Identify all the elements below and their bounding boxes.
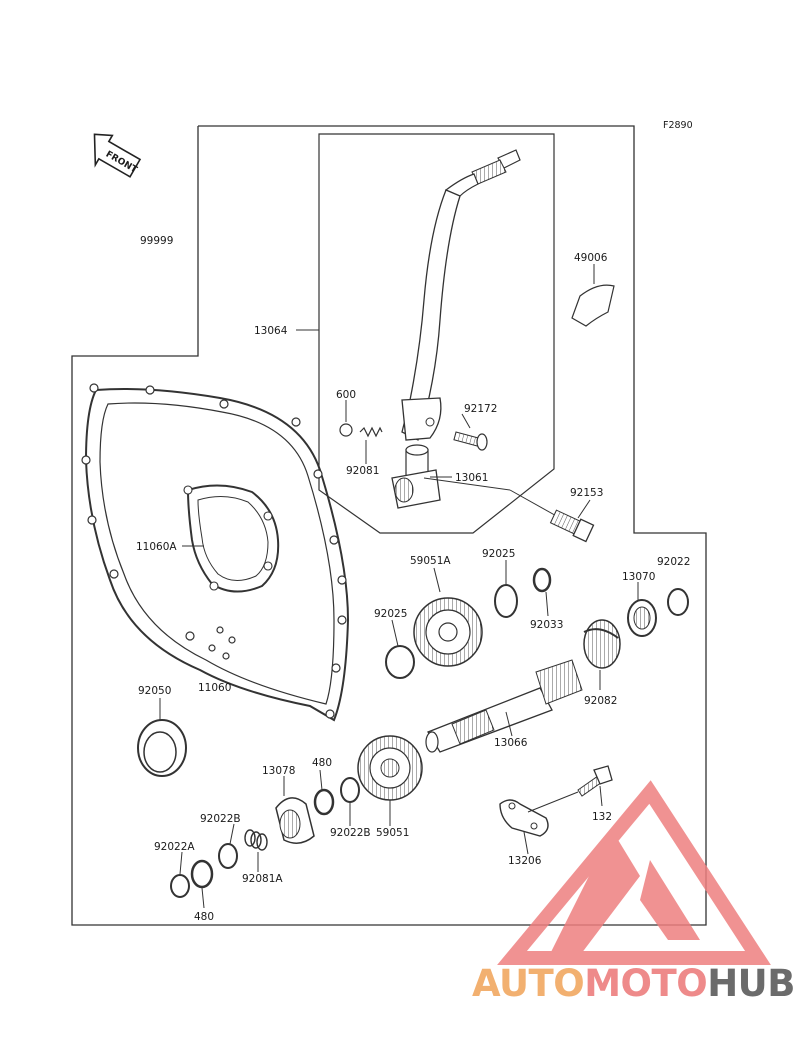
label-92050: 92050 <box>138 685 171 697</box>
label-92022B-left: 92022B <box>200 813 241 825</box>
brand-moto: MOTO <box>584 962 708 1005</box>
label-92153: 92153 <box>570 487 603 499</box>
label-49006: 49006 <box>574 252 608 264</box>
kick-lever-subframe <box>318 133 555 534</box>
label-92081: 92081 <box>346 465 379 477</box>
oil-seal-92050 <box>137 719 187 777</box>
gasket-bolt-holes <box>81 383 347 719</box>
label-13206: 13206 <box>508 855 542 867</box>
figure-code: F2890 <box>663 120 693 131</box>
pedal-rubber-cover <box>571 284 615 327</box>
bolt-92153 <box>549 509 595 543</box>
kick-pedal-lever <box>401 149 521 441</box>
guide-plate-13206 <box>499 799 549 837</box>
label-13064: 13064 <box>254 325 288 337</box>
washer-92022B-left <box>218 843 238 869</box>
label-92082: 92082 <box>584 695 617 707</box>
brand-auto: AUTO <box>472 962 585 1005</box>
label-480-top: 480 <box>312 757 332 769</box>
label-92022A: 92022A <box>154 841 195 853</box>
ratchet-13078 <box>275 797 315 844</box>
washer-92025-left <box>385 645 415 679</box>
label-600: 600 <box>336 389 356 401</box>
spring-92081A <box>244 829 268 851</box>
bolt-132 <box>577 765 613 797</box>
label-99999: 99999 <box>140 235 173 247</box>
label-92025-left: 92025 <box>374 608 407 620</box>
washer-92022B-right <box>340 777 360 803</box>
spring-guide-13070 <box>627 599 657 637</box>
circlip-480-bottom <box>190 859 214 889</box>
gear-59051A <box>413 597 483 667</box>
label-13070: 13070 <box>622 571 655 583</box>
label-92022B-right: 92022B <box>330 827 371 839</box>
spring-92082 <box>583 619 621 669</box>
label-59051A: 59051A <box>410 555 451 567</box>
label-92022: 92022 <box>657 556 690 568</box>
washer-92022 <box>667 588 689 616</box>
circlip-480-top <box>313 788 335 816</box>
gasket-11060 <box>84 388 350 722</box>
front-arrow-icon: FRONT <box>93 133 142 178</box>
label-132: 132 <box>592 811 612 823</box>
label-480-bottom: 480 <box>194 911 214 923</box>
label-11060: 11060 <box>198 682 231 694</box>
label-13078: 13078 <box>262 765 295 777</box>
watermark-logo <box>497 780 771 965</box>
label-92025-top: 92025 <box>482 548 515 560</box>
washer-92022A <box>170 874 190 898</box>
bolt-92172 <box>453 431 488 451</box>
label-92081A: 92081A <box>242 873 283 885</box>
spring-92081 <box>359 426 383 438</box>
label-92033: 92033 <box>530 619 563 631</box>
label-59051: 59051 <box>376 827 409 839</box>
kick-shaft-13066 <box>425 659 583 753</box>
part-labels: 99999 13064 49006 600 92172 92081 13061 … <box>136 235 690 923</box>
label-13066: 13066 <box>494 737 528 749</box>
label-92172: 92172 <box>464 403 497 415</box>
watermark-brand: AUTOMOTOHUB <box>472 962 795 1005</box>
circlip-92033 <box>532 567 552 593</box>
leader-lines <box>159 264 639 909</box>
label-11060A: 11060A <box>136 541 177 553</box>
ball-600 <box>339 423 353 437</box>
diagram-frame <box>71 125 707 926</box>
washer-92025-top <box>494 584 518 618</box>
gasket-11060A <box>186 484 280 593</box>
kick-boss-13061 <box>391 444 441 509</box>
label-13061: 13061 <box>455 472 488 484</box>
brand-hub: HUB <box>707 962 795 1005</box>
gear-59051 <box>357 735 423 801</box>
